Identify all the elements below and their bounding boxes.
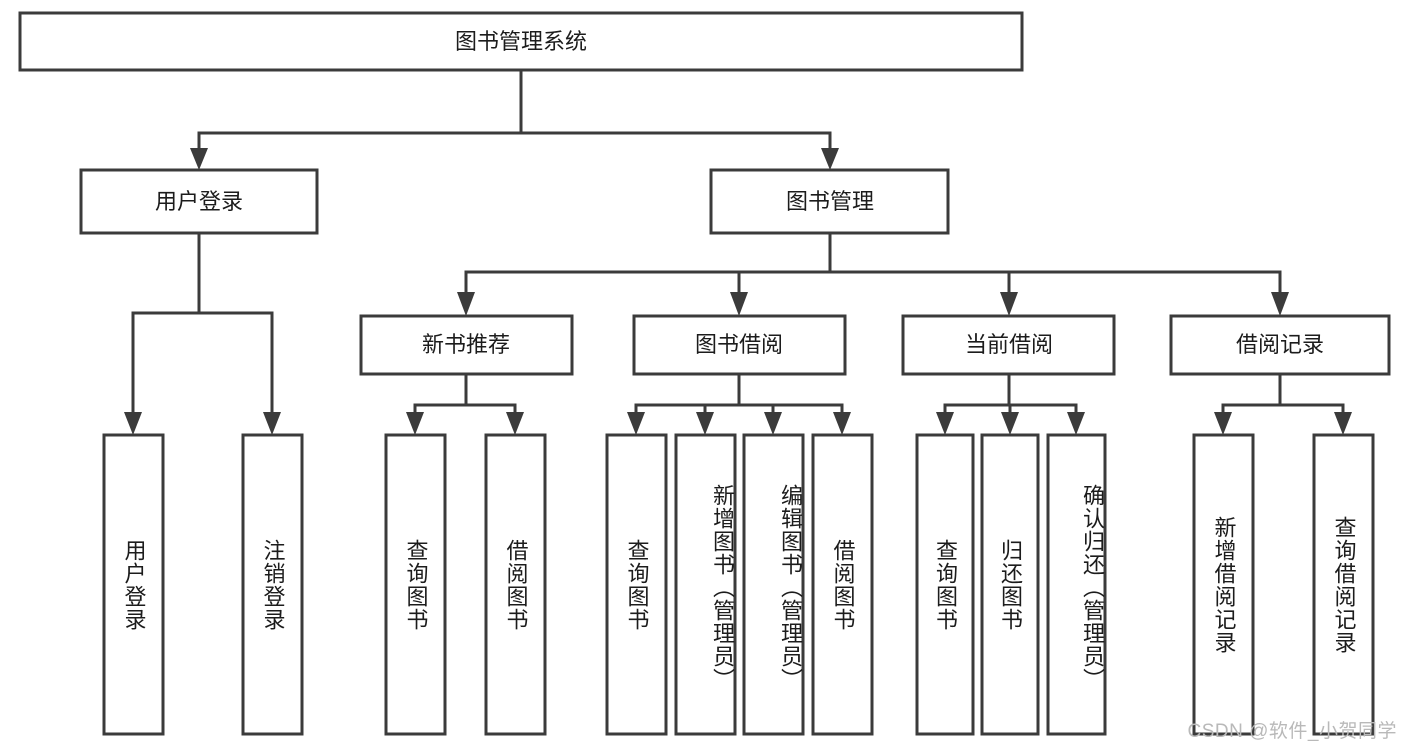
node-user-login-label: 用户登录 — [155, 189, 243, 214]
node-leaf-confirm-return-label: 确认归还（管理员） — [1080, 484, 1105, 691]
node-leaf-borrow-book-2[interactable] — [811, 433, 874, 736]
node-leaf-edit-book-label: 编辑图书（管理员） — [778, 484, 803, 691]
node-leaf-return-book[interactable] — [980, 433, 1040, 736]
node-leaf-query-book-3-label: 查询图书 — [932, 538, 958, 631]
node-leaf-query-book-1[interactable] — [384, 433, 447, 736]
node-leaf-add-record-label: 新增借阅记录 — [1211, 515, 1237, 654]
node-leaf-borrow-book-1-label: 借阅图书 — [503, 538, 529, 631]
node-leaf-add-book[interactable] — [674, 433, 737, 736]
node-leaf-query-book-1-label: 查询图书 — [403, 538, 429, 631]
arrowhead-leaf-return-book — [1001, 412, 1019, 435]
arrowhead-leaf-borrow-book-1 — [506, 412, 524, 435]
node-root-label: 图书管理系统 — [455, 29, 587, 54]
node-leaf-user-login-label: 用户登录 — [121, 538, 147, 631]
arrowhead-current-borrow — [1000, 292, 1018, 316]
arrowhead-leaf-query-book-2 — [627, 412, 645, 435]
node-leaf-borrow-book-2-label: 借阅图书 — [830, 538, 856, 631]
node-borrow-record-label: 借阅记录 — [1236, 332, 1324, 357]
arrowhead-user-login — [190, 148, 208, 170]
node-user-login[interactable] — [79, 168, 319, 235]
node-leaf-logout[interactable] — [241, 433, 304, 736]
node-book-management-label: 图书管理 — [786, 189, 874, 214]
arrowhead-book-borrow — [730, 292, 748, 316]
node-leaf-query-book-2[interactable] — [605, 433, 668, 736]
arrowhead-leaf-add-book — [696, 412, 714, 435]
node-borrow-record[interactable] — [1169, 314, 1391, 376]
arrowhead-leaf-add-record — [1214, 412, 1232, 435]
node-book-management[interactable] — [709, 168, 950, 235]
node-leaf-user-login[interactable] — [102, 433, 165, 736]
arrowhead-leaf-query-book-1 — [406, 412, 424, 435]
node-leaf-confirm-return[interactable] — [1046, 433, 1107, 736]
node-new-book-recommend[interactable] — [359, 314, 574, 376]
node-leaf-query-book-2-label: 查询图书 — [624, 538, 650, 631]
node-book-borrow[interactable] — [632, 314, 847, 376]
arrowhead-leaf-confirm-return — [1067, 412, 1085, 435]
csdn-watermark: CSDN @软件_小贺同学 — [1187, 721, 1397, 742]
node-current-borrow-label: 当前借阅 — [965, 332, 1053, 357]
arrowhead-leaf-logout — [263, 412, 281, 435]
node-leaf-logout-label: 注销登录 — [260, 538, 286, 631]
arrowhead-leaf-user-login — [124, 412, 142, 435]
node-current-borrow[interactable] — [901, 314, 1116, 376]
node-leaf-add-book-label: 新增图书（管理员） — [710, 484, 735, 691]
arrowhead-leaf-borrow-book-2 — [833, 412, 851, 435]
node-leaf-query-record[interactable] — [1312, 433, 1375, 736]
arrowhead-leaf-query-record — [1334, 412, 1352, 435]
arrowhead-leaf-query-book-3 — [936, 412, 954, 435]
arrowhead-new-book-recommend — [457, 292, 475, 316]
node-new-book-recommend-label: 新书推荐 — [422, 332, 510, 357]
arrowhead-leaf-edit-book — [764, 412, 782, 435]
arrowhead-borrow-record — [1271, 292, 1289, 316]
node-leaf-add-record[interactable] — [1192, 433, 1255, 736]
node-leaf-query-book-3[interactable] — [915, 433, 975, 736]
node-root[interactable] — [18, 11, 1024, 72]
arrowhead-book-management — [821, 148, 839, 170]
node-leaf-return-book-label: 归还图书 — [997, 538, 1023, 631]
node-book-borrow-label: 图书借阅 — [695, 332, 783, 357]
node-leaf-borrow-book-1[interactable] — [484, 433, 547, 736]
node-leaf-edit-book[interactable] — [742, 433, 805, 736]
node-leaf-query-record-label: 查询借阅记录 — [1331, 515, 1357, 654]
